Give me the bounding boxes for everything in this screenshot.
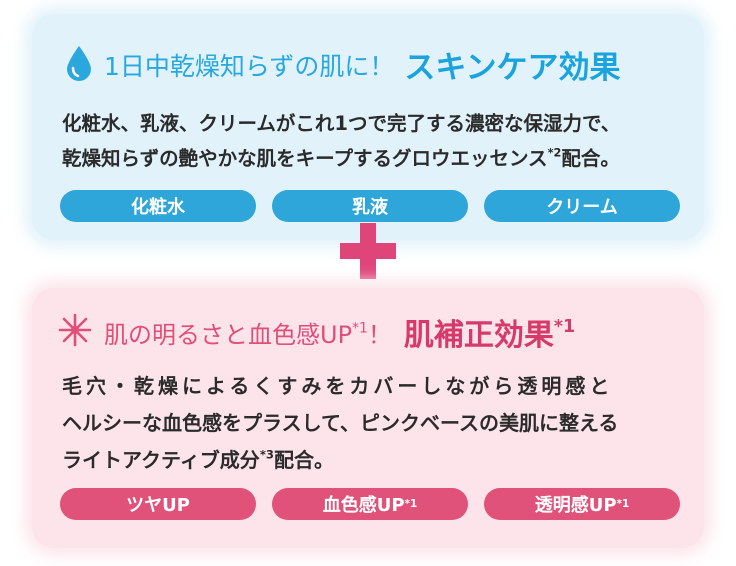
tag-flush-up: 血色感UP*1 [272,488,468,520]
correction-title-emphasis: 肌補正効果*1 [403,316,576,353]
skincare-heading: 1日中乾燥知らずの肌に！ スキンケア効果 [66,42,621,87]
skincare-description-line-2: 乾燥知らずの艶やかな肌をキープするグロウエッセンス*2配合。 [62,146,620,170]
sparkle-icon [58,313,92,351]
correction-description: 毛穴・乾燥によるくすみをカバーしながら透明感と ヘルシーな血色感をプラスして、ピ… [62,368,692,479]
correction-description-line-3: ライトアクティブ成分*3配合。 [62,447,334,472]
skincare-title-lead: 1日中乾燥知らずの肌に！ [104,51,395,81]
skincare-description-line-1: 化粧水、乳液、クリームがこれ1つで完了する濃密な保湿力で、 [62,112,621,135]
tag-lotion: 化粧水 [60,190,256,222]
tag-emulsion: 乳液 [272,190,468,222]
correction-description-line-1: 毛穴・乾燥によるくすみをカバーしながら透明感と [62,374,614,398]
correction-description-line-2: ヘルシーな血色感をプラスして、ピンクベースの美肌に整える [62,411,619,435]
tag-clarity-up: 透明感UP*1 [484,488,680,520]
tag-gloss-up: ツヤUP [60,488,256,520]
tag-cream: クリーム [484,190,680,222]
skincare-description: 化粧水、乳液、クリームがこれ1つで完了する濃密な保湿力で、 乾燥知らずの艶やかな… [62,106,692,176]
correction-tag-list: ツヤUP 血色感UP*1 透明感UP*1 [60,488,680,520]
skincare-tag-list: 化粧水 乳液 クリーム [60,190,680,222]
skincare-effect-card: 1日中乾燥知らずの肌に！ スキンケア効果 化粧水、乳液、クリームがこれ1つで完了… [32,14,704,240]
skin-correction-card: 肌の明るさと血色感UP*1！ 肌補正効果*1 毛穴・乾燥によるくすみをカバーしな… [32,288,704,548]
water-drop-icon [66,45,92,85]
skincare-title-emphasis: スキンケア効果 [404,50,621,86]
correction-heading: 肌の明るさと血色感UP*1！ 肌補正効果*1 [58,310,575,354]
plus-icon [336,219,400,283]
correction-title-lead: 肌の明るさと血色感UP*1！ [104,320,392,349]
